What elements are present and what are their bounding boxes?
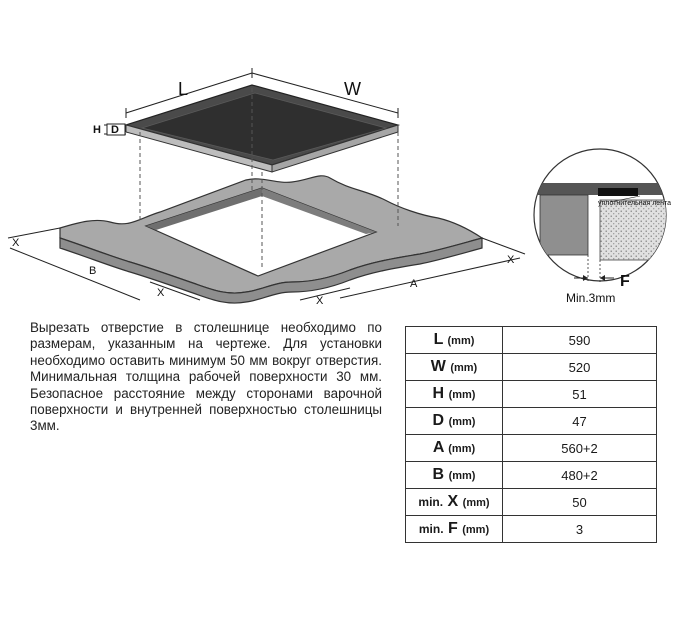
value-cell: 480+2: [502, 461, 657, 489]
param-cell: B (mm): [405, 461, 503, 489]
param-unit: (mm): [462, 497, 490, 509]
table-row: min. F (mm)3: [405, 515, 657, 543]
value-cell: 3: [502, 515, 657, 543]
param-cell: A (mm): [405, 434, 503, 462]
table-row: H (mm)51: [405, 380, 657, 408]
label-min-gap: Min.3mm: [566, 291, 615, 305]
value-cell: 51: [502, 380, 657, 408]
param-cell: min. X (mm): [405, 488, 503, 516]
param-unit: (mm): [448, 389, 476, 401]
param-cell: D (mm): [405, 407, 503, 435]
table-row: A (mm)560+2: [405, 434, 657, 462]
label-X-right: X: [507, 254, 515, 266]
installation-diagram: L W H D X B X X A X: [7, 68, 671, 307]
value-cell: 590: [502, 326, 657, 354]
label-L: L: [178, 79, 188, 99]
label-X-left: X: [12, 237, 20, 249]
label-B: B: [89, 265, 96, 277]
value-cell: 560+2: [502, 434, 657, 462]
param-name: L: [433, 331, 444, 348]
installation-instructions: Вырезать отверстие в столешнице необходи…: [30, 320, 382, 434]
param-name: A: [432, 439, 444, 456]
param-prefix: min.: [418, 522, 444, 536]
table-row: L (mm)590: [405, 326, 657, 354]
table-row: B (mm)480+2: [405, 461, 657, 489]
param-cell: min. F (mm): [405, 515, 503, 543]
dimension-labels: L W H D X B X X A X: [12, 79, 515, 307]
param-unit: (mm): [448, 443, 476, 455]
param-name: X: [447, 493, 459, 510]
label-F: F: [620, 273, 630, 290]
param-name: B: [432, 466, 445, 483]
countertop: [59, 175, 484, 304]
table-row: W (mm)520: [405, 353, 657, 381]
param-name: W: [430, 358, 446, 375]
param-unit: (mm): [448, 416, 476, 428]
param-name: D: [432, 412, 445, 429]
detail-circle: уплотнительная лента F Min.3mm: [533, 148, 671, 305]
param-unit: (mm): [462, 524, 490, 536]
projection-lines: [139, 88, 399, 270]
label-seal-tape: уплотнительная лента: [598, 200, 671, 207]
param-prefix: min.: [418, 495, 444, 509]
param-name: H: [432, 385, 445, 402]
hob: [123, 84, 401, 173]
table-row: D (mm)47: [405, 407, 657, 435]
label-W: W: [344, 79, 361, 99]
label-X-bottom: X: [157, 287, 165, 299]
param-unit: (mm): [448, 470, 476, 482]
param-cell: W (mm): [405, 353, 503, 381]
param-cell: L (mm): [405, 326, 503, 354]
label-H: H: [93, 124, 101, 136]
label-A: A: [410, 278, 418, 290]
table-row: min. X (mm)50: [405, 488, 657, 516]
value-cell: 50: [502, 488, 657, 516]
param-name: F: [448, 520, 458, 537]
param-unit: (mm): [447, 335, 475, 347]
param-unit: (mm): [450, 362, 478, 374]
dimension-lines: [7, 68, 526, 301]
value-cell: 47: [502, 407, 657, 435]
label-X-bottom-right: X: [316, 295, 324, 307]
value-cell: 520: [502, 353, 657, 381]
param-cell: H (mm): [405, 380, 503, 408]
label-D: D: [111, 124, 119, 136]
